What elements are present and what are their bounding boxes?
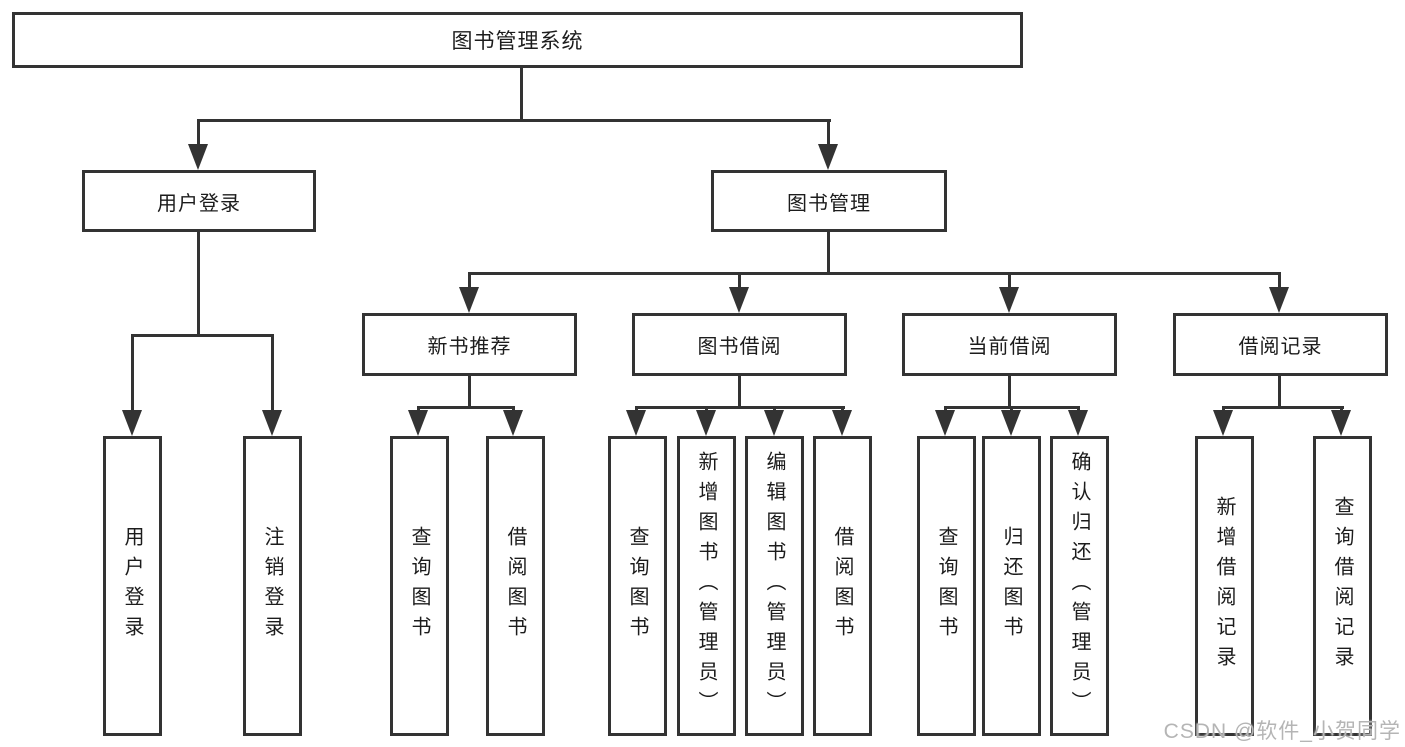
arrow-to-book-mgmt-group: [818, 120, 839, 170]
connector-user-login-branch: [131, 334, 274, 337]
node-leaf-cb-query-books: 查询图书: [917, 436, 976, 736]
leaf-label: 查询图书: [408, 526, 430, 646]
node-leaf-bb-query-books: 查询图书: [608, 436, 667, 736]
connector-root-stem: [520, 68, 523, 122]
node-borrow-records: 借阅记录: [1173, 313, 1388, 376]
connector-borrow-records-stem: [1278, 376, 1281, 409]
arrow-to-cb-return: [1001, 407, 1022, 436]
leaf-label: 借阅图书: [504, 526, 526, 646]
arrow-to-bb-borrow: [832, 407, 853, 436]
node-leaf-user-login: 用户登录: [103, 436, 162, 736]
arrow-to-br-add: [1213, 407, 1234, 436]
node-root: 图书管理系统: [12, 12, 1023, 68]
arrow-to-nbr-borrow: [503, 407, 524, 436]
connector-user-login-stem: [197, 232, 200, 337]
arrow-to-book-borrow: [729, 273, 750, 313]
arrow-to-cb-confirm: [1068, 407, 1089, 436]
node-book-borrow: 图书借阅: [632, 313, 847, 376]
node-user-login-group: 用户登录: [82, 170, 316, 232]
connector-new-book-rec-branch: [417, 406, 515, 409]
node-leaf-br-add-record: 新增借阅记录: [1195, 436, 1254, 736]
arrow-to-bb-query: [626, 407, 647, 436]
node-current-borrow: 当前借阅: [902, 313, 1117, 376]
connector-current-borrow-stem: [1008, 376, 1011, 409]
connector-borrow-records-branch: [1222, 406, 1344, 409]
node-leaf-cb-return-books: 归还图书: [982, 436, 1041, 736]
arrow-to-bb-edit: [764, 407, 785, 436]
arrow-to-nbr-query: [408, 407, 429, 436]
node-leaf-bb-add-books-admin: 新增图书（管理员）: [677, 436, 736, 736]
node-leaf-nbr-borrow-books: 借阅图书: [486, 436, 545, 736]
connector-new-book-rec-stem: [468, 376, 471, 409]
leaf-label: 查询图书: [626, 526, 648, 646]
leaf-label: 注销登录: [261, 526, 283, 646]
leaf-label: 新增图书（管理员）: [695, 451, 717, 721]
arrow-to-leaf-logout: [262, 335, 283, 436]
node-leaf-logout: 注销登录: [243, 436, 302, 736]
node-leaf-cb-confirm-return-admin: 确认归还（管理员）: [1050, 436, 1109, 736]
arrow-to-borrow-records: [1269, 273, 1290, 313]
node-leaf-bb-borrow-books: 借阅图书: [813, 436, 872, 736]
leaf-label: 编辑图书（管理员）: [763, 451, 785, 721]
arrow-to-leaf-user-login: [122, 335, 143, 436]
arrow-to-cb-query: [935, 407, 956, 436]
arrow-to-new-book-rec: [459, 273, 480, 313]
node-leaf-nbr-query-books: 查询图书: [390, 436, 449, 736]
arrow-to-current-borrow: [999, 273, 1020, 313]
connector-book-mgmt-branch: [468, 272, 1281, 275]
leaf-label: 查询借阅记录: [1331, 496, 1353, 676]
leaf-label: 归还图书: [1000, 526, 1022, 646]
leaf-label: 用户登录: [121, 526, 143, 646]
node-leaf-bb-edit-books-admin: 编辑图书（管理员）: [745, 436, 804, 736]
connector-root-branch: [197, 119, 831, 122]
leaf-label: 查询图书: [935, 526, 957, 646]
node-new-book-rec: 新书推荐: [362, 313, 577, 376]
arrow-to-user-login-group: [188, 120, 209, 170]
node-book-mgmt-group: 图书管理: [711, 170, 947, 232]
node-leaf-br-query-record: 查询借阅记录: [1313, 436, 1372, 736]
connector-book-borrow-branch: [635, 406, 845, 409]
leaf-label: 确认归还（管理员）: [1068, 451, 1090, 721]
leaf-label: 借阅图书: [831, 526, 853, 646]
connector-book-mgmt-stem: [827, 232, 830, 275]
connector-book-borrow-stem: [738, 376, 741, 409]
leaf-label: 新增借阅记录: [1213, 496, 1235, 676]
arrow-to-bb-add: [696, 407, 717, 436]
arrow-to-br-query: [1331, 407, 1352, 436]
